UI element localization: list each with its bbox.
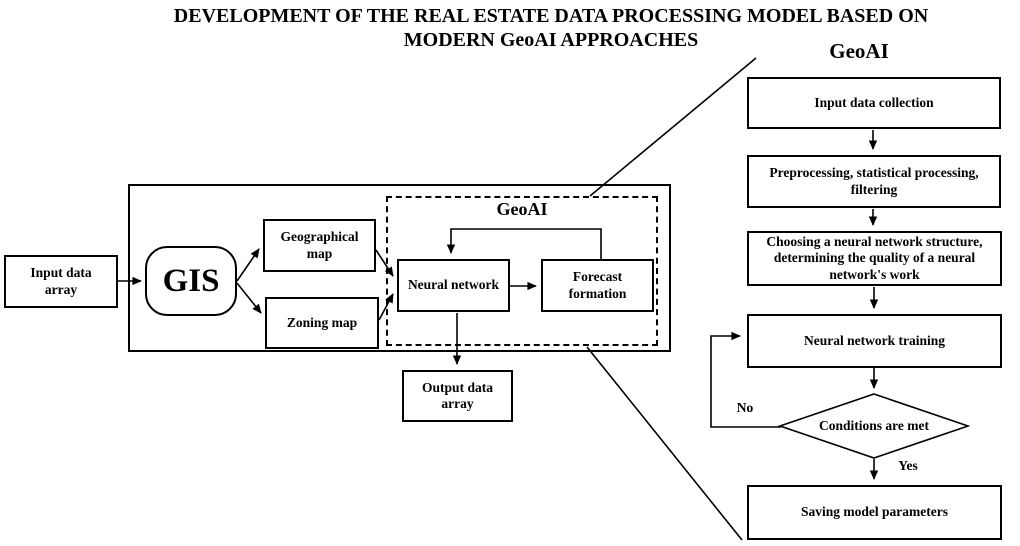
box-gis: GIS — [145, 246, 237, 316]
box-input-data-collection: Input data collection — [747, 77, 1001, 129]
box-output-data-array: Output data array — [402, 370, 513, 422]
box-saving-model-parameters: Saving model parameters — [747, 485, 1002, 540]
title-line-2: MODERN GeoAI APPROACHES — [403, 28, 699, 51]
geoai-dashed-box-label: GeoAI — [496, 199, 548, 219]
diagram-title: DEVELOPMENT OF THE REAL ESTATE DATA PROC… — [82, 5, 1020, 52]
box-input-data-array: Input data array — [4, 255, 118, 308]
callout-line-top — [589, 57, 757, 197]
box-choosing-structure: Choosing a neural network structure, det… — [747, 231, 1002, 286]
callout-line-bottom — [586, 346, 743, 541]
box-neural-network-training: Neural network training — [747, 314, 1002, 368]
model-outer-box — [128, 184, 671, 352]
decision-label: Conditions are met — [819, 418, 929, 433]
decision-no-label: No — [736, 400, 754, 415]
box-zoning-map: Zoning map — [265, 297, 379, 349]
box-forecast-formation: Forecast formation — [541, 259, 654, 312]
box-geographical-map: Geographical map — [263, 219, 376, 272]
title-line-1: DEVELOPMENT OF THE REAL ESTATE DATA PROC… — [173, 5, 929, 27]
decision-yes-label: Yes — [898, 458, 918, 473]
box-neural-network: Neural network — [397, 259, 510, 312]
box-preprocessing: Preprocessing, statistical processing, f… — [747, 155, 1001, 208]
geoai-flow-header: GeoAI — [829, 39, 889, 63]
